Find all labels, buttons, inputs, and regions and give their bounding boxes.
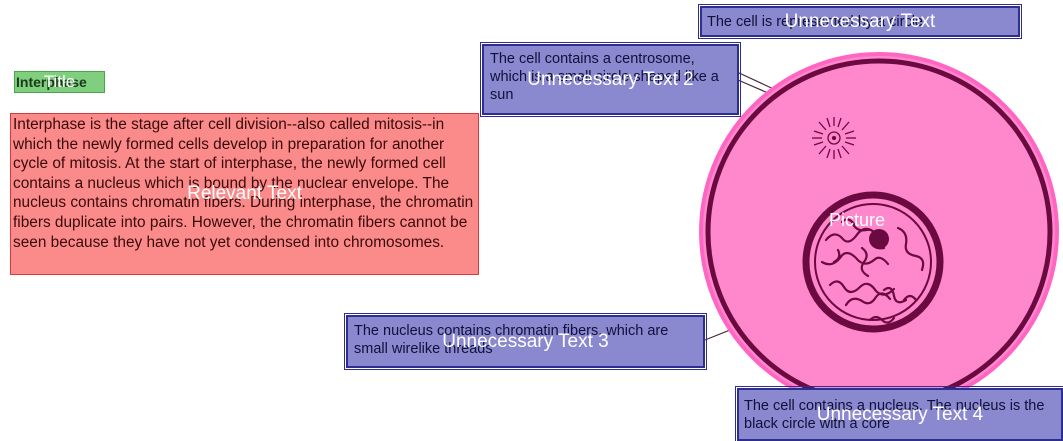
relevant-text-body: Interphase is the stage after cell divis…	[13, 116, 474, 251]
annotation-centrosome: The cell contains a centrosome, which is…	[480, 42, 741, 117]
annotation-text: The nucleus contains chromatin fibers, w…	[354, 323, 669, 357]
annotation-text: The cell is represented by a circle	[707, 14, 923, 30]
annotation-text: The cell contains a nucleus. The nucleus…	[744, 398, 1045, 432]
title-region: Interphase Title	[14, 71, 105, 93]
annotation-chromatin: The nucleus contains chromatin fibers, w…	[344, 313, 707, 370]
nucleolus	[869, 229, 889, 249]
annotation-cell-circle: The cell is represented by a circle Unne…	[698, 4, 1022, 39]
title-text: Interphase	[16, 74, 87, 90]
centrosome	[812, 117, 856, 159]
relevant-text-region: Interphase is the stage after cell divis…	[10, 113, 479, 275]
picture-region	[699, 52, 1059, 412]
annotation-text: The cell contains a centrosome, which is…	[490, 51, 719, 103]
annotation-nucleus: The cell contains a nucleus. The nucleus…	[735, 386, 1063, 441]
nucleus	[802, 191, 944, 333]
